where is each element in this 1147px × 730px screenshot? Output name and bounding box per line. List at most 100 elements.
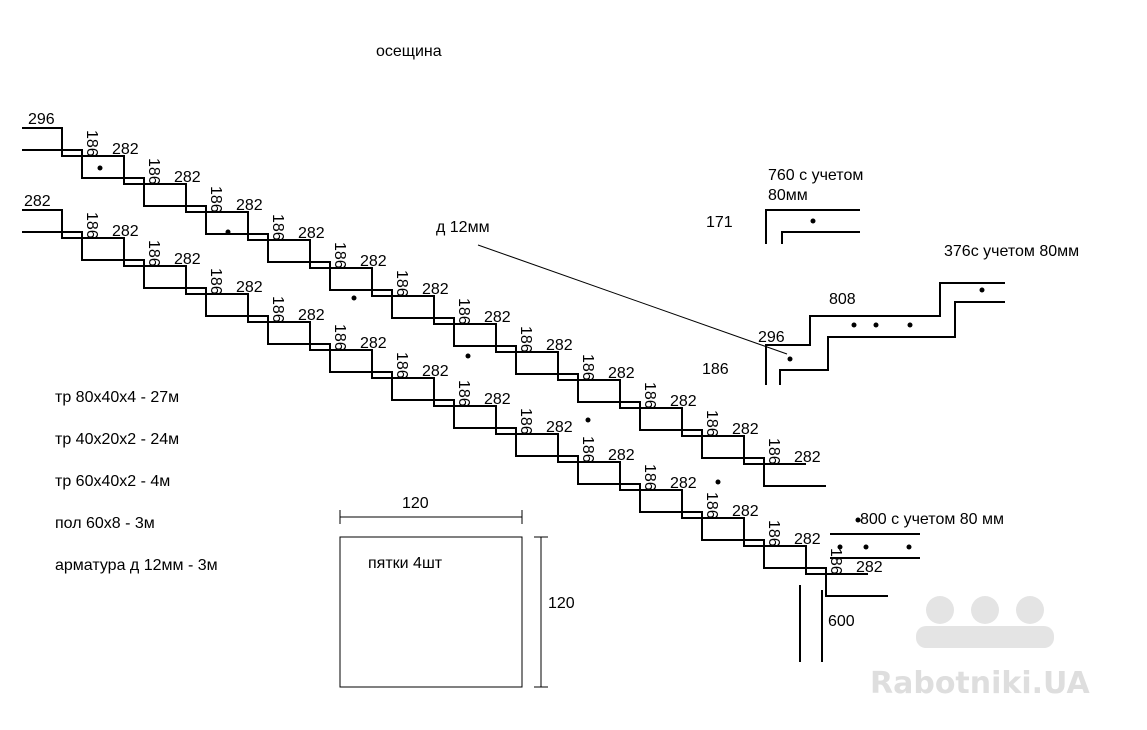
dim-282: 282 [608,365,635,382]
dim-282: 282 [24,193,51,210]
dim-600: 600 [828,613,855,630]
rod-leader-line [477,244,788,355]
dim-282: 282 [422,281,449,298]
landing-profile-inner [779,301,1005,385]
dim-282: 282 [670,393,697,410]
dim-282: 282 [298,307,325,324]
dim-282: 282 [484,391,511,408]
dim-186: 186 [393,270,410,297]
dim-186: 186 [207,186,224,213]
dim-186: 186 [83,130,100,157]
dim-282: 282 [670,475,697,492]
dim-186: 186 [83,212,100,239]
anchor-dot [225,229,231,235]
dim-186: 186 [579,436,596,463]
dim-282: 282 [422,363,449,380]
dim-282: 282 [732,503,759,520]
material-item: тр 40х20х2 - 24м [55,431,179,448]
plate-height-label: 120 [548,595,575,612]
dim-376: 376с учетом 80мм [944,243,1079,260]
anchor-dot [787,356,793,362]
landing-profile-outer [765,282,1005,385]
dim-282: 282 [174,169,201,186]
anchor-dot [837,544,843,550]
dim-186: 186 [145,240,162,267]
dim-186: 186 [331,242,348,269]
dim-282: 282 [794,449,821,466]
dim-282: 282 [236,279,263,296]
dim-282: 282 [298,225,325,242]
step-dimension-labels: 296 282 186 282 186 282 186 282 186 282 186 282 186 2… [24,111,883,576]
dim-282: 282 [360,253,387,270]
dim-808: 808 [829,291,856,308]
dim-282: 282 [112,223,139,240]
material-item: тр 60х40х2 - 4м [55,473,170,490]
bracket-760-profile [781,231,860,244]
dim-186: 186 [269,214,286,241]
dim-186: 186 [145,158,162,185]
dim-186: 186 [765,438,782,465]
dim-282: 282 [546,337,573,354]
dim-282: 282 [360,335,387,352]
dim-186: 186 [579,354,596,381]
dim-282: 282 [546,419,573,436]
anchor-dot [715,479,721,485]
stringer-lower-inner [22,231,888,597]
dim-186: 186 [393,352,410,379]
dim-186: 186 [455,298,472,325]
dim-282: 282 [732,421,759,438]
stringer-upper-inner [22,149,826,487]
dim-171: 171 [706,214,733,231]
anchor-dot [851,322,857,328]
bracket-760-profile [765,209,860,244]
dim-282: 282 [112,141,139,158]
anchor-dot [979,287,985,293]
drawing-title: осещина [376,43,442,60]
material-item: пол 60х8 - 3м [55,515,155,532]
dim-186: 186 [765,520,782,547]
dim-186: 186 [641,382,658,409]
anchor-dot [855,517,861,523]
dim-760: 760 с учетом [768,167,863,184]
stringer-lower-outer [22,209,868,575]
stringer-upper-outer [22,127,806,465]
anchor-dots [97,165,721,485]
dim-282: 282 [484,309,511,326]
dim-186: 186 [517,408,534,435]
dim-800: 800 с учетом 80 мм [860,511,1004,528]
base-plate [339,536,523,688]
watermark-logo [916,596,1054,648]
dim-282: 282 [856,559,883,576]
dim-186: 186 [455,380,472,407]
dim-282: 282 [174,251,201,268]
anchor-dot [810,218,816,224]
anchor-dot [351,295,357,301]
material-item: тр 80х40х4 - 27м [55,389,179,406]
anchor-dot [906,544,912,550]
dim-186: 186 [269,296,286,323]
dim-186: 186 [703,410,720,437]
dim-296-landing: 296 [758,329,785,346]
plate-label: пятки 4шт [368,555,443,572]
dim-282: 282 [608,447,635,464]
dim-80mm: 80мм [768,187,808,204]
dim-186: 186 [517,326,534,353]
dim-282: 282 [794,531,821,548]
stringer-profiles [22,127,888,597]
anchor-dot [873,322,879,328]
plate-width-label: 120 [402,495,429,512]
materials-list: тр 80х40х4 - 27м тр 40х20х2 - 24м тр 60х… [55,389,218,574]
anchor-dot [465,353,471,359]
dim-186: 186 [331,324,348,351]
anchor-dot [585,417,591,423]
anchor-dot [907,322,913,328]
dim-186: 186 [641,464,658,491]
anchor-dot [863,544,869,550]
dim-282: 282 [236,197,263,214]
dim-186-landing: 186 [702,361,729,378]
rod-label: д 12мм [436,219,490,236]
dim-186: 186 [827,548,844,575]
material-item: арматура д 12мм - 3м [55,557,218,574]
